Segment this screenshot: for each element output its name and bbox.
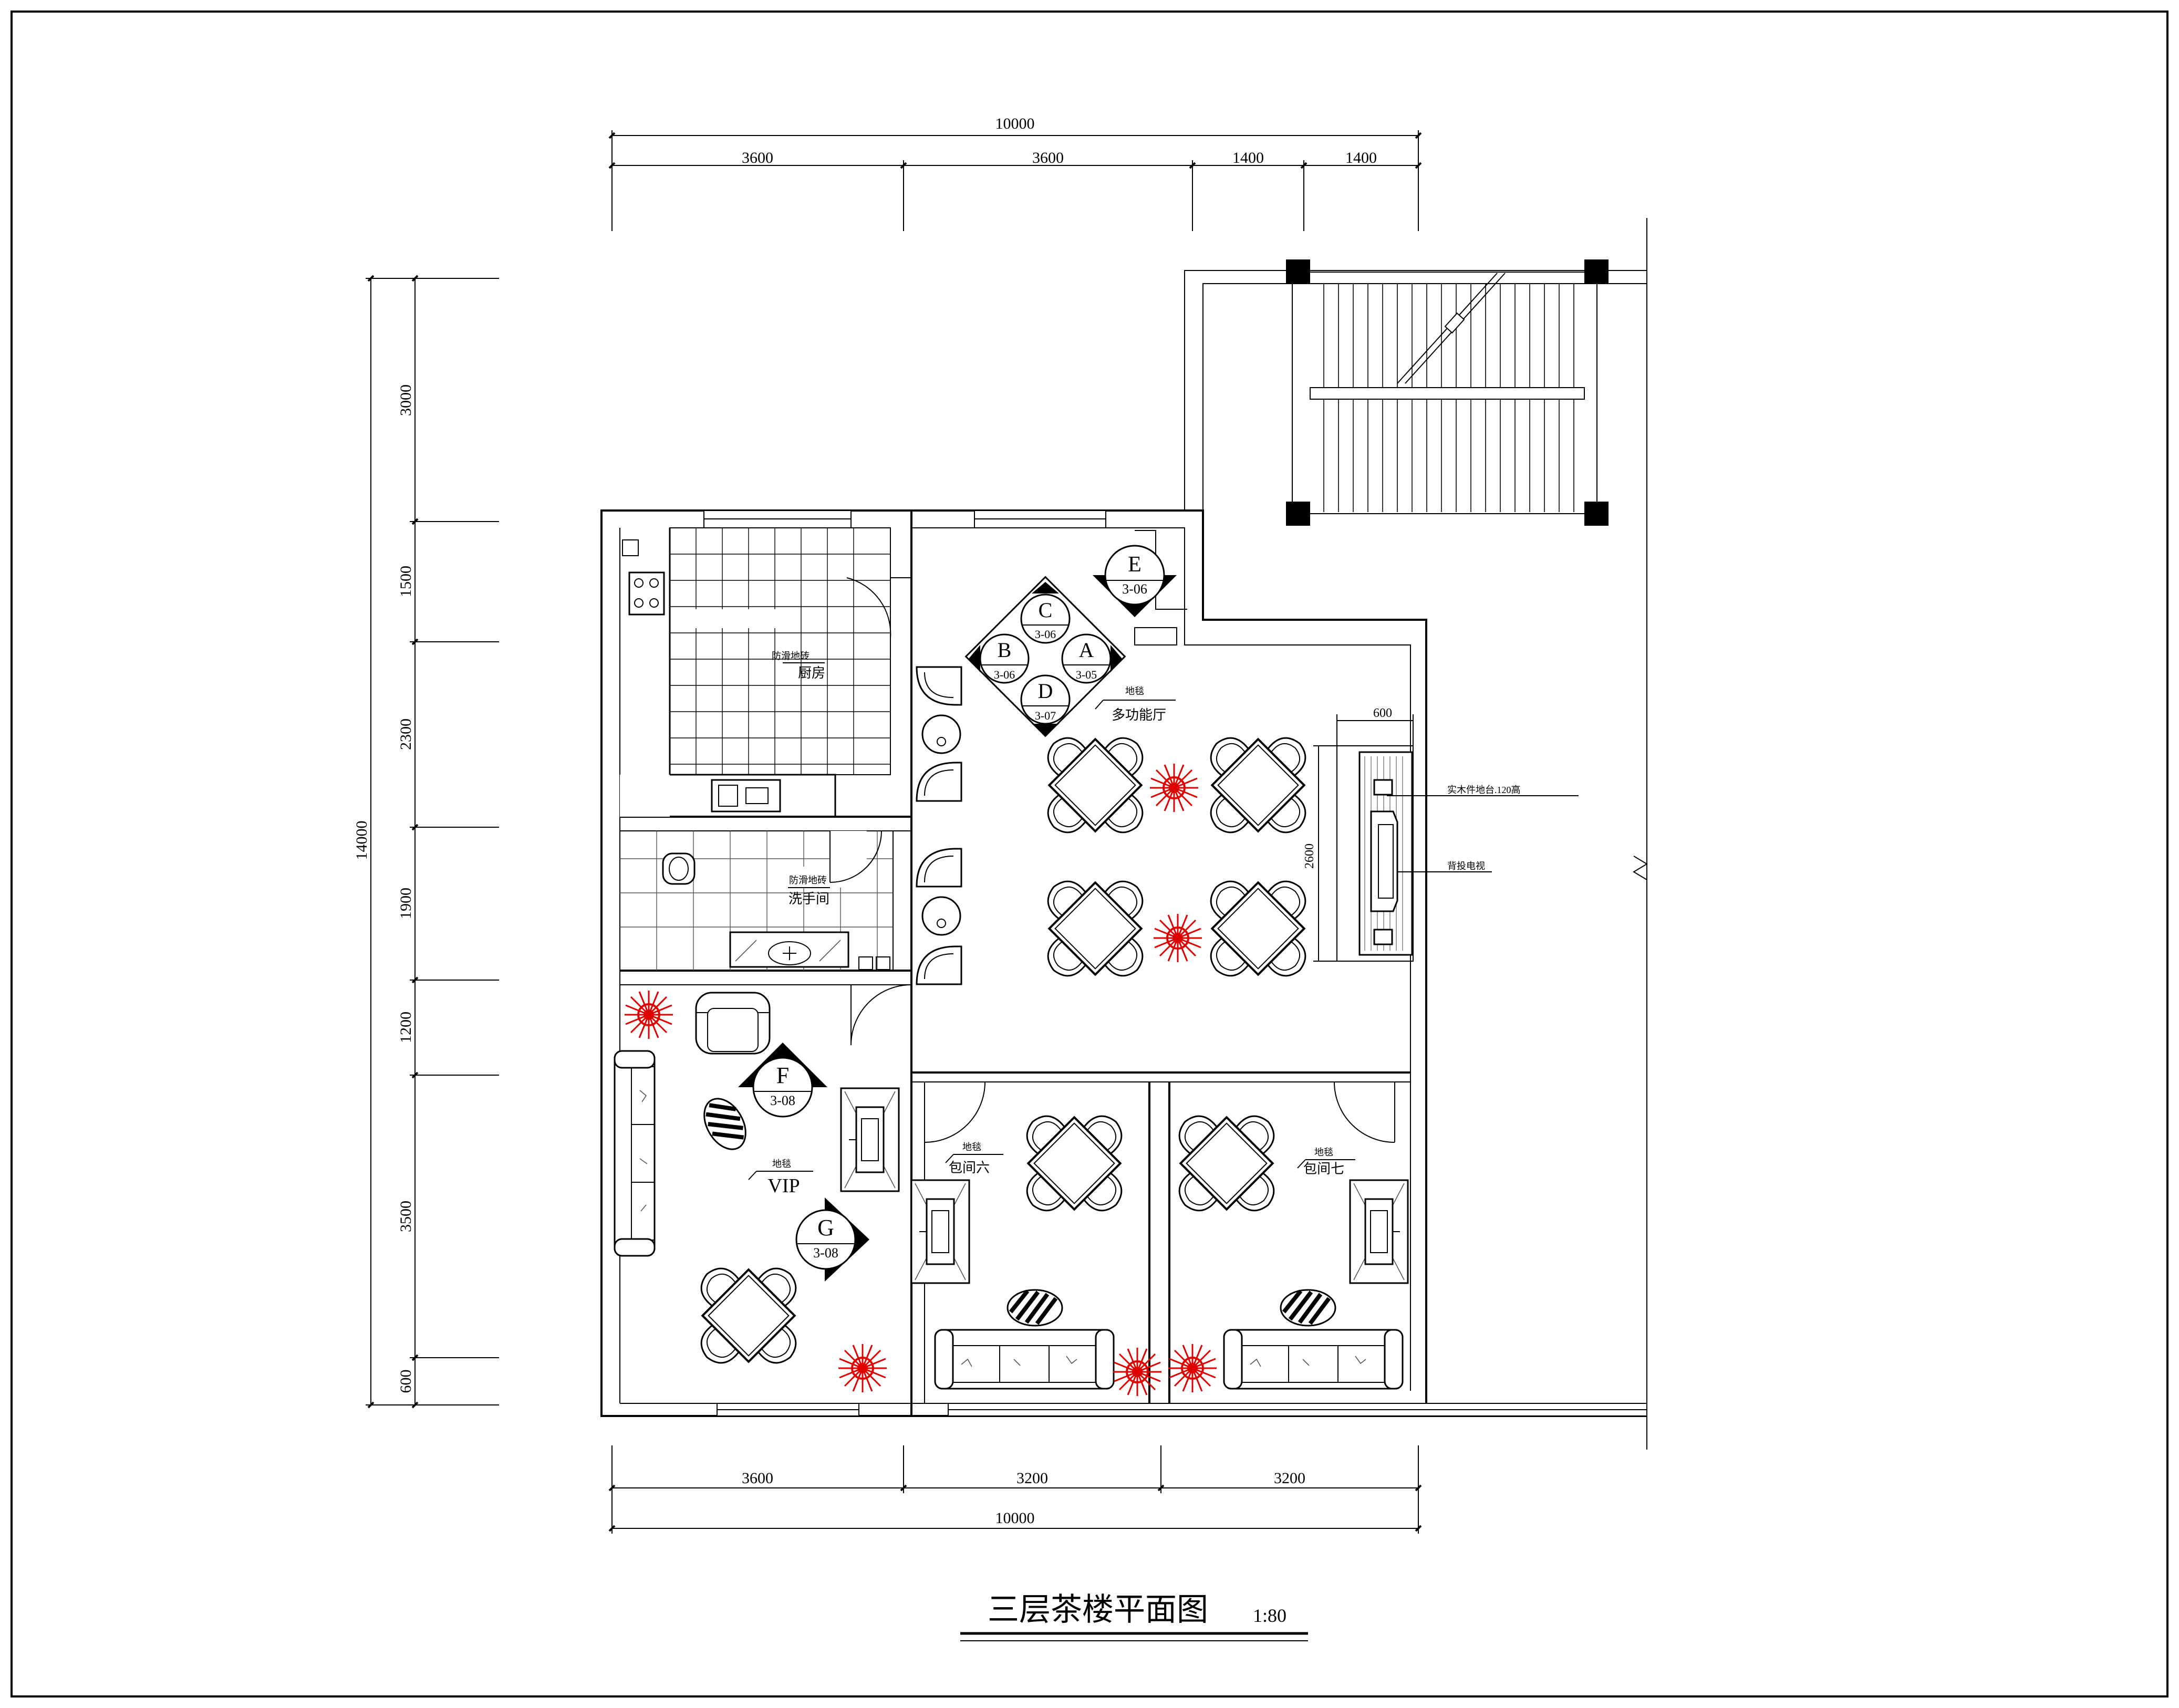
title-block: 三层茶楼平面图 1:80 [960,1592,1308,1641]
kitchen-floor-note: 防滑地砖 [772,651,810,661]
marker-b-letter: B [998,638,1012,662]
marker-c-ref: 3-06 [1035,628,1056,641]
room6-floor-note: 地毯 [962,1142,981,1152]
washroom: 防滑地砖 洗手间 [620,830,894,971]
kitchen-label: 厨房 [798,665,825,681]
dim-stage-width: 600 [1373,706,1392,720]
stage-annotation: 实木件地台.120高 [1447,785,1521,795]
drawing-title: 三层茶楼平面图 [988,1592,1208,1627]
stage-dimensions: 600 2600 [1303,706,1414,962]
dim-left-seg-7: 600 [397,1370,414,1393]
marker-a: A 3-05 [1061,633,1112,684]
stage-platform [1336,745,1414,962]
marker-f-ref: 3-08 [770,1093,795,1108]
tv-annotation: 背投电视 [1447,861,1485,871]
top-dimensions: 10000 3600 3600 1400 1400 [608,115,1422,231]
kitchen: 防滑地砖 厨房 [620,527,911,817]
washroom-floor-note: 防滑地砖 [789,875,827,886]
room6-label: 包间六 [949,1160,990,1175]
sheet-border [11,11,2168,1697]
marker-e-letter: E [1128,553,1142,577]
marker-c-letter: C [1039,598,1053,622]
vip-room: 地毯 VIP [614,984,912,1393]
dim-top-total: 10000 [995,115,1035,132]
dim-stage-length: 2600 [1303,843,1316,869]
dim-left-seg-3: 2300 [397,718,414,750]
dim-bottom-seg-3: 3200 [1274,1470,1305,1487]
washroom-label: 洗手间 [788,891,829,907]
marker-g-letter: G [817,1215,834,1241]
private-room-7: 地毯 包间七 [1167,1081,1409,1393]
marker-c: C 3-06 [1020,593,1071,644]
left-dimensions: 14000 3000 1500 2300 1900 1200 3500 600 [353,275,499,1409]
bottom-dimensions: 3600 3200 3200 10000 [608,1445,1422,1534]
marker-a-letter: A [1079,638,1094,662]
marker-e-ref: 3-06 [1122,581,1147,597]
marker-b-ref: 3-06 [994,668,1015,681]
dim-left-seg-2: 1500 [397,566,414,597]
marker-a-ref: 3-05 [1076,668,1097,681]
private-room-6: 地毯 包间六 [910,1081,1163,1397]
dim-top-seg-3: 1400 [1232,149,1264,166]
elevation-markers: C 3-06 B 3-06 A 3-05 D 3-07 [738,545,1177,1282]
marker-f-letter: F [776,1063,789,1088]
marker-cluster-abcd: C 3-06 B 3-06 A 3-05 D 3-07 [964,576,1126,737]
marker-d: D 3-07 [1020,674,1071,725]
marker-g: G 3-08 [795,1197,869,1282]
marker-f: F 3-08 [738,1043,827,1118]
marker-g-ref: 3-08 [813,1245,838,1261]
walls [600,218,1648,1450]
vip-floor-note: 地毯 [772,1159,791,1169]
dim-top-seg-4: 1400 [1345,149,1377,166]
dim-top-seg-1: 3600 [742,149,773,166]
room7-label: 包间七 [1303,1161,1344,1176]
marker-e: E 3-06 [1093,545,1177,617]
dim-left-seg-5: 1200 [397,1012,414,1043]
dim-left-seg-6: 3500 [397,1201,414,1232]
multifunction-hall: 600 2600 实木件地台.120高 背投电视 地毯 多功能厅 [916,666,1579,985]
dim-top-seg-2: 3600 [1032,149,1064,166]
room7-floor-note: 地毯 [1314,1147,1333,1158]
staircase [1286,259,1609,526]
dim-bottom-seg-2: 3200 [1016,1470,1048,1487]
dim-bottom-total: 10000 [995,1509,1035,1527]
marker-b: B 3-06 [979,633,1030,684]
dim-left-seg-4: 1900 [397,888,414,919]
vip-label: VIP [767,1175,800,1197]
drawing-scale: 1:80 [1253,1605,1286,1626]
hall-floor-note: 地毯 [1125,686,1144,696]
dim-left-total: 14000 [353,821,370,860]
booth-seating [916,666,962,985]
marker-d-ref: 3-07 [1035,709,1056,722]
dim-bottom-seg-1: 3600 [742,1470,773,1487]
dim-left-seg-1: 3000 [397,384,414,416]
hall-label: 多功能厅 [1112,707,1166,723]
marker-d-letter: D [1038,679,1053,703]
